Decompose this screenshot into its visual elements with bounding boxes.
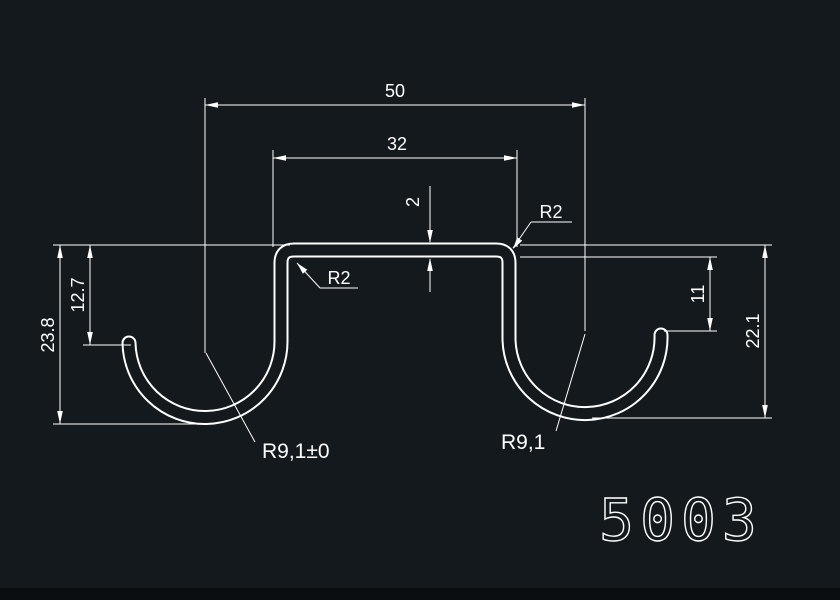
dim-left-tip-height: 12.7 (68, 245, 131, 346)
arrowhead (205, 102, 218, 108)
leader-line (205, 352, 256, 443)
radius-top-right-label: R2 (539, 202, 562, 222)
radius-top-left-label: R2 (327, 268, 350, 288)
dim-right-tip-height: 11 (520, 256, 717, 332)
dim-right-total-height: 22.1 (520, 244, 772, 419)
dim-thickness-label: 2 (403, 197, 423, 207)
radius-right-hook: R9,1 (501, 333, 586, 454)
profile-outline (121, 242, 669, 425)
radius-left-hook-label: R9,1±0 (262, 440, 330, 463)
dim-left-total-height-label: 23.8 (38, 317, 58, 352)
leader-line (555, 333, 586, 432)
dim-thickness: 2 (403, 186, 433, 292)
arrowhead (87, 245, 93, 258)
profile-geometry (121, 242, 669, 425)
dim-overall-width: 50 (204, 81, 586, 353)
dim-overall-width-label: 50 (385, 81, 405, 101)
arrowhead (572, 102, 585, 108)
dim-left-total-height: 23.8 (38, 244, 290, 425)
arrowhead (427, 230, 433, 243)
arrowhead (273, 155, 286, 161)
arrowhead (762, 245, 768, 258)
arrowhead (57, 245, 63, 258)
arrowhead (513, 237, 523, 249)
radius-right-hook-label: R9,1 (501, 431, 545, 454)
arrowhead (504, 155, 517, 161)
arrowhead (87, 332, 93, 345)
dim-top-width-label: 32 (387, 134, 407, 154)
radius-left-hook: R9,1±0 (205, 352, 330, 463)
part-number: 5003 (599, 486, 763, 554)
arrowhead (707, 257, 713, 270)
profile-inner-fill (123, 244, 667, 423)
dim-right-tip-height-label: 11 (688, 285, 708, 304)
radius-top-right: R2 (512, 202, 572, 249)
dim-right-total-height-label: 22.1 (743, 313, 763, 348)
arrowhead (297, 263, 308, 274)
bottom-border (0, 588, 840, 600)
arrowhead (707, 318, 713, 331)
arrowhead (57, 411, 63, 424)
dim-left-tip-height-label: 12.7 (68, 277, 88, 312)
arrowhead (762, 405, 768, 418)
radius-top-left: R2 (296, 262, 358, 289)
arrowhead (427, 258, 433, 271)
dim-top-width: 32 (272, 134, 518, 247)
